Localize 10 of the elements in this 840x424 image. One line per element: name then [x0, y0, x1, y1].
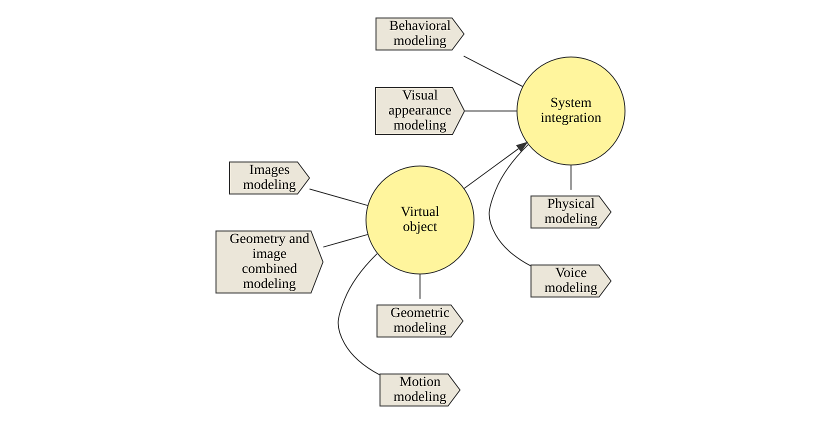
connector [570, 164, 571, 190]
connector [419, 274, 420, 300]
arrow [463, 142, 528, 189]
node-circle: Virtual object [365, 166, 474, 274]
connector [462, 56, 523, 87]
connector [464, 110, 517, 112]
connector [322, 234, 368, 248]
connector [308, 188, 368, 206]
connector [337, 253, 380, 376]
connector [488, 144, 531, 266]
